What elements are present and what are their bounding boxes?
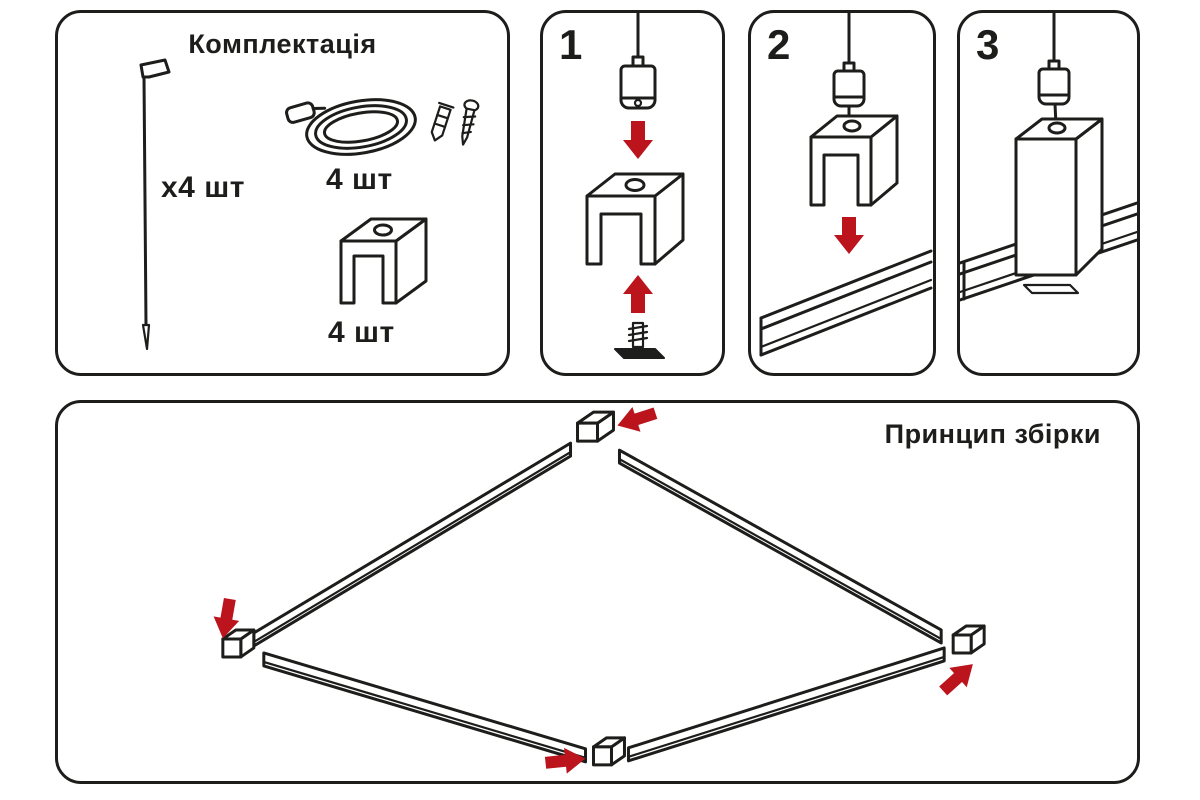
track-bar-bottom-right — [626, 646, 946, 763]
cable-coil — [305, 98, 417, 156]
track-bar-top-left — [252, 441, 573, 648]
track-bar-bottom-left — [262, 651, 588, 764]
assembly-illustration — [213, 406, 986, 774]
kit-title: Комплектація — [188, 29, 377, 59]
assembly-title: Принцип збірки — [884, 419, 1101, 449]
red-arrow-left-icon — [213, 597, 240, 639]
bracket-front-face — [339, 239, 398, 305]
wire-line — [142, 75, 148, 327]
cable-gripper — [1037, 59, 1071, 106]
track-bar-top-right — [617, 448, 943, 645]
red-arrow-down-icon — [834, 217, 864, 254]
step-1-illustration — [585, 13, 685, 359]
mounting-bracket — [809, 114, 899, 207]
step-panel-1: 1 — [540, 10, 725, 376]
corner-connector-right — [951, 624, 986, 655]
mounting-bracket-on-track — [1014, 117, 1104, 277]
mounting-bracket — [585, 172, 685, 266]
bracket-qty-label: 4 шт — [328, 316, 395, 349]
corner-connector-bottom — [592, 736, 626, 767]
step-3-illustration — [960, 13, 1137, 302]
step-panel-3: 3 — [957, 10, 1140, 376]
red-arrow-down-icon — [623, 121, 653, 159]
wire-hook — [139, 58, 171, 79]
screw-icon — [461, 99, 480, 146]
wire-tip — [141, 323, 151, 351]
red-arrow-up-icon — [623, 275, 653, 313]
fixing-plate — [1022, 283, 1080, 295]
step-2-illustration — [759, 13, 933, 357]
cable-gripper — [619, 55, 657, 110]
suspension-wire-illustration — [139, 58, 171, 351]
corner-connector-left — [221, 628, 256, 659]
mounting-bracket-illustration — [339, 217, 428, 305]
corner-connector-top — [576, 410, 615, 443]
red-arrow-bottom-icon — [544, 747, 586, 774]
step-2-number: 2 — [767, 21, 791, 68]
track-profile — [759, 249, 933, 357]
step-panel-2: 2 — [748, 10, 936, 376]
wire-qty-label: x4 шт — [161, 171, 245, 204]
cable-coil-illustration — [285, 98, 480, 156]
step-1-number: 1 — [559, 21, 583, 68]
fixing-screw — [614, 321, 665, 359]
cable-qty-label: 4 шт — [326, 163, 393, 196]
step-3-number: 3 — [976, 21, 1000, 68]
assembly-principle-panel: Принцип збірки — [55, 400, 1140, 784]
cable-connector — [285, 101, 327, 124]
kit-contents-panel: Комплектація x4 шт — [55, 10, 510, 376]
red-arrow-top-icon — [617, 406, 658, 432]
cable-gripper — [832, 61, 866, 108]
dowel-anchor-icon — [430, 101, 455, 142]
red-arrow-right-icon — [939, 664, 973, 696]
bracket-hole — [373, 223, 393, 237]
